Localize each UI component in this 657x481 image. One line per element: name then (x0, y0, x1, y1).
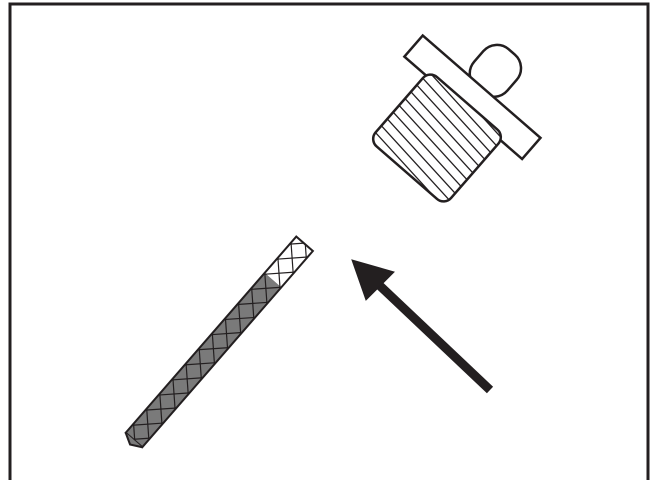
thread-line (397, 103, 469, 182)
braid-weave-line (316, 197, 347, 228)
braid-weave-line (237, 302, 242, 335)
braid-weave-line (290, 242, 294, 274)
frame-border (8, 2, 650, 480)
braid-weave-line (172, 378, 176, 410)
thread-line (409, 89, 481, 169)
arrow-head (351, 259, 395, 301)
thread-line (420, 76, 493, 155)
braid-weave-line (277, 257, 281, 289)
braid-weave-line (185, 363, 189, 395)
threaded-fitting-with-cap-icon (369, 33, 543, 206)
braid-weave-line (251, 287, 255, 319)
braid-light-section (264, 236, 313, 288)
braid-weave-line (303, 212, 334, 243)
thread-line (391, 110, 463, 189)
arrow-icon (351, 259, 494, 394)
thread-line (373, 130, 446, 206)
braid-weave-line (224, 318, 229, 350)
arrow-shaft (374, 280, 494, 394)
braid-weave-line (146, 408, 150, 440)
braid-weave-line (303, 212, 334, 243)
braid-weave-line (264, 272, 268, 304)
thread-line (426, 70, 499, 148)
braid-weave-line (159, 393, 163, 425)
braided-sleeve (124, 197, 347, 449)
thread-line (414, 83, 487, 162)
braid-weave-line (198, 348, 202, 380)
thread-line (403, 96, 475, 175)
thread-line (379, 123, 452, 202)
braid-dark-section (125, 272, 282, 448)
braid-weave-line (316, 197, 347, 228)
threaded-nut (369, 70, 505, 206)
thread-line (385, 117, 458, 196)
braid-weave-line (211, 333, 216, 365)
